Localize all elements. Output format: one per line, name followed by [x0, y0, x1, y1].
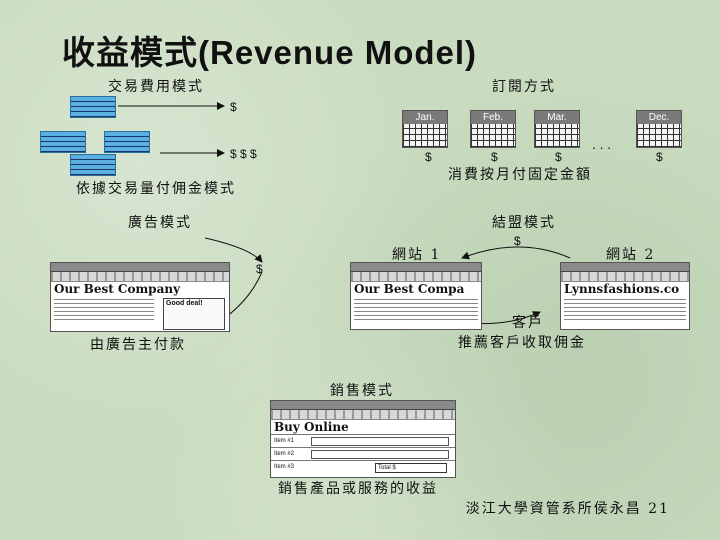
calendar-month-label: Jan.: [403, 111, 447, 124]
calendar-grid: [637, 124, 681, 147]
subscription-amount-mar: $: [555, 150, 562, 164]
title-english: (Revenue Model): [198, 34, 478, 71]
transaction-box-3: [104, 131, 150, 153]
affiliate-site2-label: 網站 2: [606, 247, 656, 263]
sales-item-field[interactable]: [311, 450, 449, 459]
calendar-jan: Jan.: [402, 110, 448, 148]
affiliate-site2-window: Lynnsfashions.co: [560, 262, 690, 330]
advertising-browser-window: Our Best Company Good deal!: [50, 262, 230, 332]
window-content: Our Best Company Good deal!: [51, 282, 229, 331]
sales-model-heading: 銷售模式: [330, 383, 394, 399]
window-content: Buy Online Item #1 Item #2 Item #3 Total…: [271, 420, 455, 477]
calendar-month-label: Dec.: [637, 111, 681, 124]
window-toolbar: [351, 272, 481, 282]
ad-banner-text: Good deal!: [166, 300, 203, 307]
ad-banner: Good deal!: [163, 298, 225, 330]
subscription-amount-dec: $: [656, 150, 663, 164]
calendar-ellipsis: . . .: [592, 138, 612, 152]
window-titlebar: [271, 401, 455, 410]
transaction-model-caption: 依據交易量付佣金模式: [76, 181, 236, 197]
window-toolbar: [271, 410, 455, 420]
transaction-single-amount: $: [230, 100, 237, 114]
calendar-month-label: Mar.: [535, 111, 579, 124]
calendar-grid: [403, 124, 447, 147]
sales-item-label: Item #2: [274, 451, 295, 457]
page-text-lines: [54, 298, 154, 320]
title-chinese: 收益模式: [62, 33, 198, 72]
affiliate-site1-window: Our Best Compa: [350, 262, 482, 330]
page-text-lines: [354, 298, 478, 320]
sales-site-title: Buy Online: [274, 420, 349, 434]
sales-item-label: Item #3: [274, 464, 295, 470]
transaction-box-1: [70, 96, 116, 118]
sales-item-field[interactable]: [311, 437, 449, 446]
calendar-month-label: Feb.: [471, 111, 515, 124]
sales-total-box: Total $: [375, 463, 447, 473]
window-content: Our Best Compa: [351, 282, 481, 329]
subscription-amount-feb: $: [491, 150, 498, 164]
window-content: Lynnsfashions.co: [561, 282, 689, 329]
sales-browser-window: Buy Online Item #1 Item #2 Item #3 Total…: [270, 400, 456, 478]
sales-item-row: Item #3 Total $: [271, 460, 455, 473]
transaction-model-heading: 交易費用模式: [108, 79, 204, 95]
advertising-arrow-up: [204, 237, 263, 263]
window-titlebar: [561, 263, 689, 272]
affiliate-site1-title: Our Best Compa: [354, 282, 465, 296]
transaction-box-4: [70, 154, 116, 176]
slide-footer: 淡江大學資管系所侯永昌 21: [465, 501, 670, 517]
calendar-dec: Dec.: [636, 110, 682, 148]
window-toolbar: [561, 272, 689, 282]
subscription-amount-jan: $: [425, 150, 432, 164]
affiliate-amount: $: [514, 234, 521, 248]
transaction-triple-amount: $ $ $: [230, 147, 257, 161]
slide-title: 收益模式(Revenue Model): [62, 26, 477, 74]
page-text-lines: [564, 298, 686, 320]
window-titlebar: [351, 263, 481, 272]
advertising-model-heading: 廣告模式: [128, 215, 192, 231]
advertising-model-caption: 由廣告主付款: [90, 337, 186, 353]
advertising-site-title: Our Best Company: [54, 282, 181, 296]
affiliate-model-caption: 推薦客戶收取佣金: [458, 335, 586, 351]
sales-model-caption: 銷售產品或服務的收益: [278, 481, 438, 497]
calendar-grid: [535, 124, 579, 147]
window-titlebar: [51, 263, 229, 272]
sales-item-label: Item #1: [274, 438, 295, 444]
advertising-amount: $: [256, 262, 263, 276]
sales-item-row: Item #2: [271, 447, 455, 460]
affiliate-customer-label: 客戶: [512, 315, 544, 331]
calendar-grid: [471, 124, 515, 147]
calendar-mar: Mar.: [534, 110, 580, 148]
affiliate-site2-title: Lynnsfashions.co: [564, 282, 680, 296]
calendar-feb: Feb.: [470, 110, 516, 148]
subscription-model-caption: 消費按月付固定金額: [448, 167, 592, 183]
subscription-model-heading: 訂閱方式: [492, 79, 556, 95]
affiliate-model-heading: 結盟模式: [492, 215, 556, 231]
sales-item-row: Item #1: [271, 434, 455, 447]
affiliate-site1-label: 網站 1: [392, 247, 442, 263]
affiliate-arrow-top: [461, 246, 571, 260]
transaction-box-2: [40, 131, 86, 153]
window-toolbar: [51, 272, 229, 282]
